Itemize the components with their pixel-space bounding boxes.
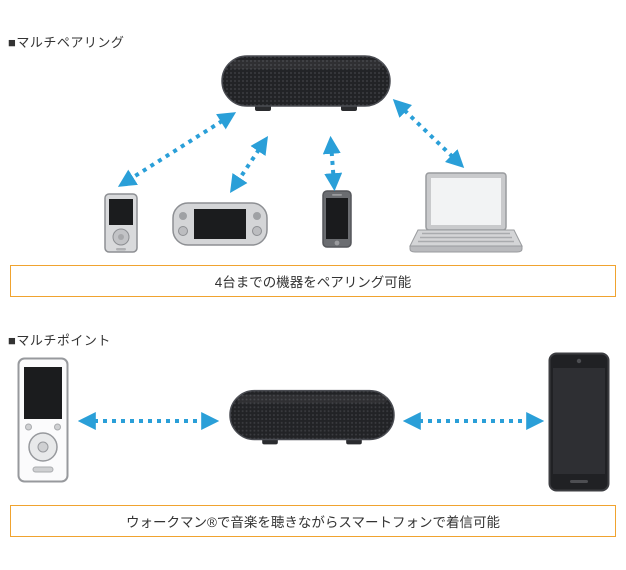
laptop-icon [409, 172, 523, 253]
bluetooth-arrow [322, 135, 343, 192]
bluetooth-arrow [392, 98, 465, 169]
psvita-icon [172, 202, 268, 246]
section-heading-multi-pairing: ■マルチペアリング [8, 35, 125, 50]
speaker-icon [229, 389, 395, 445]
smartphone-icon [548, 352, 610, 492]
caption-text: 4台までの機器をペアリング可能 [214, 275, 412, 290]
caption-box-multi-point: ウォークマン®で音楽を聴きながらスマートフォンで着信可能 [10, 505, 616, 537]
walkman-icon [17, 357, 69, 483]
smartphone-icon [322, 190, 352, 248]
caption-text: ウォークマン®で音楽を聴きながらスマートフォンで着信可能 [125, 515, 501, 530]
caption-box-multi-pairing: 4台までの機器をペアリング可能 [10, 265, 616, 297]
bluetooth-arrow [230, 136, 268, 193]
bluetooth-arrow [117, 112, 237, 187]
walkman-icon [104, 193, 138, 253]
section-heading-multi-point: ■マルチポイント [8, 333, 111, 348]
speaker-icon [221, 55, 391, 111]
